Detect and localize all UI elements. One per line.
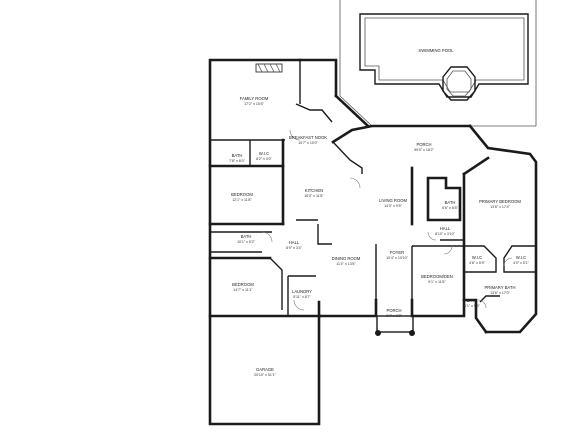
bath-1-label: BATH (232, 153, 243, 158)
living-room-label: LIVING ROOM (379, 198, 407, 203)
foyer-label: FOYER (390, 250, 404, 255)
primary-bedroom-label: PRIMARY BEDROOM (479, 199, 521, 204)
porch-rear-label: PORCH (416, 142, 431, 147)
primary-bedroom-dim: 13'6" x 17'4" (490, 205, 510, 209)
family-room-dim: 17'2" x 15'5" (244, 102, 264, 106)
pool-enclosure (339, 0, 537, 127)
bath-4-label: BATH (467, 298, 478, 303)
porch-front-label: PORCH (386, 308, 401, 313)
room-labels: SWIMMING POOL FAMILY ROOM 17'2" x 15'5" … (229, 48, 529, 377)
swimming-pool (359, 13, 529, 101)
swimming-pool-label: SWIMMING POOL (418, 48, 454, 53)
wic-2-dim: 4'8" x 5'9" (469, 261, 485, 265)
porch-rear-dim: 59'0" x 18'2" (414, 148, 434, 152)
bath-4-dim: 6'1" x 5'5" (464, 304, 480, 308)
bath-1-dim: 7'8" x 6'0" (229, 159, 245, 163)
bedroom-2-dim: 14'7" x 11'1" (233, 288, 253, 292)
wic-3-dim: 4'0" x 5'1" (513, 261, 529, 265)
bedroom-1-dim: 12'1" x 11'8" (232, 198, 252, 202)
kitchen-label: KITCHEN (305, 188, 323, 193)
wic-3-label: W.I.C (516, 255, 526, 260)
porch-front-dim: 8'0" x 8'3" (386, 314, 402, 318)
kitchen-dim: 16'0" x 11'8" (304, 194, 324, 198)
wic-1-dim: 8'2" x 4'0" (256, 157, 272, 161)
dining-room-label: DINING ROOM (332, 256, 361, 261)
door-swings (261, 129, 513, 311)
bath-3-dim: 10'1" x 5'2" (237, 240, 255, 244)
garage-dim: 20'10" x 51'1" (254, 373, 276, 377)
interior-walls (208, 60, 536, 318)
wic-1-label: W.I.C (259, 151, 269, 156)
wic-2-label: W.I.C (472, 255, 482, 260)
dining-room-dim: 11'4" x 13'5" (336, 262, 356, 266)
hall-right-label: HALL (440, 226, 451, 231)
primary-bath-label: PRIMARY BATH (485, 285, 516, 290)
laundry-dim: 5'11" x 8'7" (293, 295, 311, 299)
foyer-dim: 10'4" x 10'10" (386, 256, 408, 260)
bath-3-label: BATH (241, 234, 252, 239)
hall-right-dim: 8'10" x 3'10" (435, 232, 455, 236)
bedroom-2-label: BEDROOM (232, 282, 254, 287)
bath-2-dim: 6'6" x 6'8" (442, 206, 458, 210)
living-room-dim: 14'0" x 9'5" (384, 204, 402, 208)
family-room-label: FAMILY ROOM (240, 96, 269, 101)
laundry-label: LAUNDRY (292, 289, 312, 294)
porch-columns (375, 315, 415, 336)
bedroom-1-label: BEDROOM (231, 192, 253, 197)
fireplace-icon (255, 63, 283, 73)
bedroom-den-dim: 9'1" x 11'6" (428, 280, 446, 284)
bath-2-label: BATH (445, 200, 456, 205)
hall-left-dim: 8'9" x 3'4" (286, 246, 302, 250)
breakfast-nook-dim: 10'7" x 10'0" (298, 141, 318, 145)
garage-label: GARAGE (256, 367, 274, 372)
breakfast-nook-label: BREAKFAST NOOK (289, 135, 327, 140)
bedroom-den-label: BEDROOM/DEN (421, 274, 453, 279)
hall-left-label: HALL (289, 240, 300, 245)
primary-bath-dim: 13'6" x 17'0" (490, 291, 510, 295)
